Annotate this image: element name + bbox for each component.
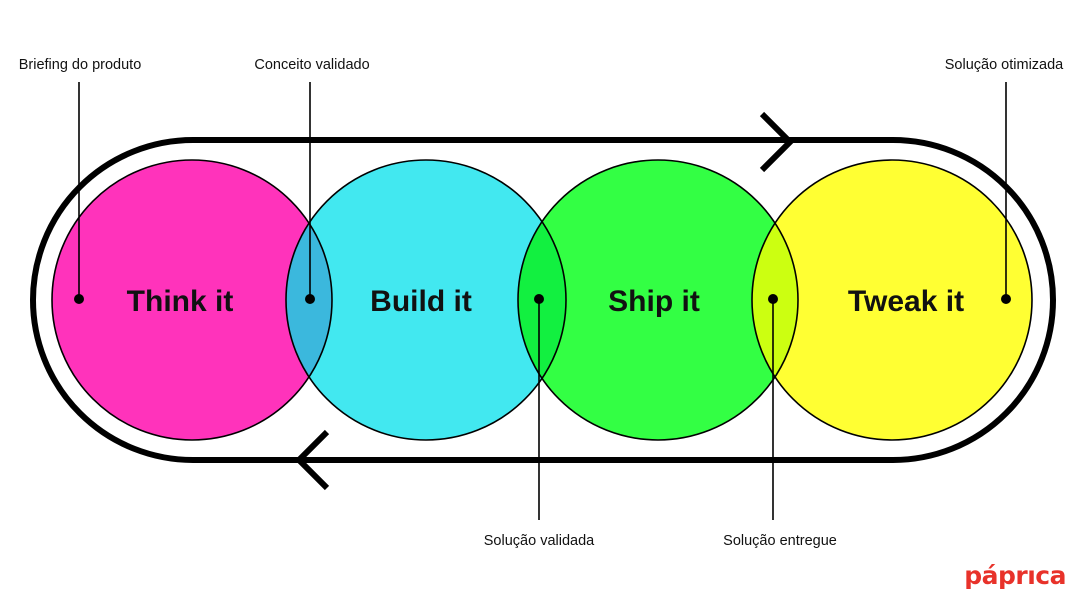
milestone-dot-otimizada <box>1001 294 1011 304</box>
stage-label-ship-it: Ship it <box>608 285 700 318</box>
think-it-outline <box>51 159 333 441</box>
milestone-label-entregue: Solução entregue <box>723 533 837 549</box>
build-it-circle <box>286 160 566 440</box>
milestone-dot-entregue <box>768 294 778 304</box>
milestone-dot-validada <box>534 294 544 304</box>
think-it-circle <box>52 160 332 440</box>
tweak-it-circle <box>752 160 1032 440</box>
milestone-label-validada: Solução validada <box>484 533 595 549</box>
stage-label-build-it: Build it <box>370 285 472 318</box>
stage-label-tweak-it: Tweak it <box>848 285 964 318</box>
cycle-track <box>30 137 1056 463</box>
arrow-left-icon <box>294 429 330 491</box>
ship-it-circle <box>518 160 798 440</box>
build-it-outline <box>285 159 567 441</box>
milestone-label-otimizada: Solução otimizada <box>945 57 1064 73</box>
ship-it-outline <box>517 159 799 441</box>
milestone-dot-briefing <box>74 294 84 304</box>
paprica-logo: páprıca <box>964 561 1066 590</box>
arrow-right-icon <box>759 111 795 173</box>
tweak-it-outline <box>751 159 1033 441</box>
stage-label-think-it: Think it <box>127 285 234 318</box>
milestone-label-conceito: Conceito validado <box>254 57 369 73</box>
milestone-dot-conceito <box>305 294 315 304</box>
milestone-label-briefing: Briefing do produto <box>19 57 142 73</box>
